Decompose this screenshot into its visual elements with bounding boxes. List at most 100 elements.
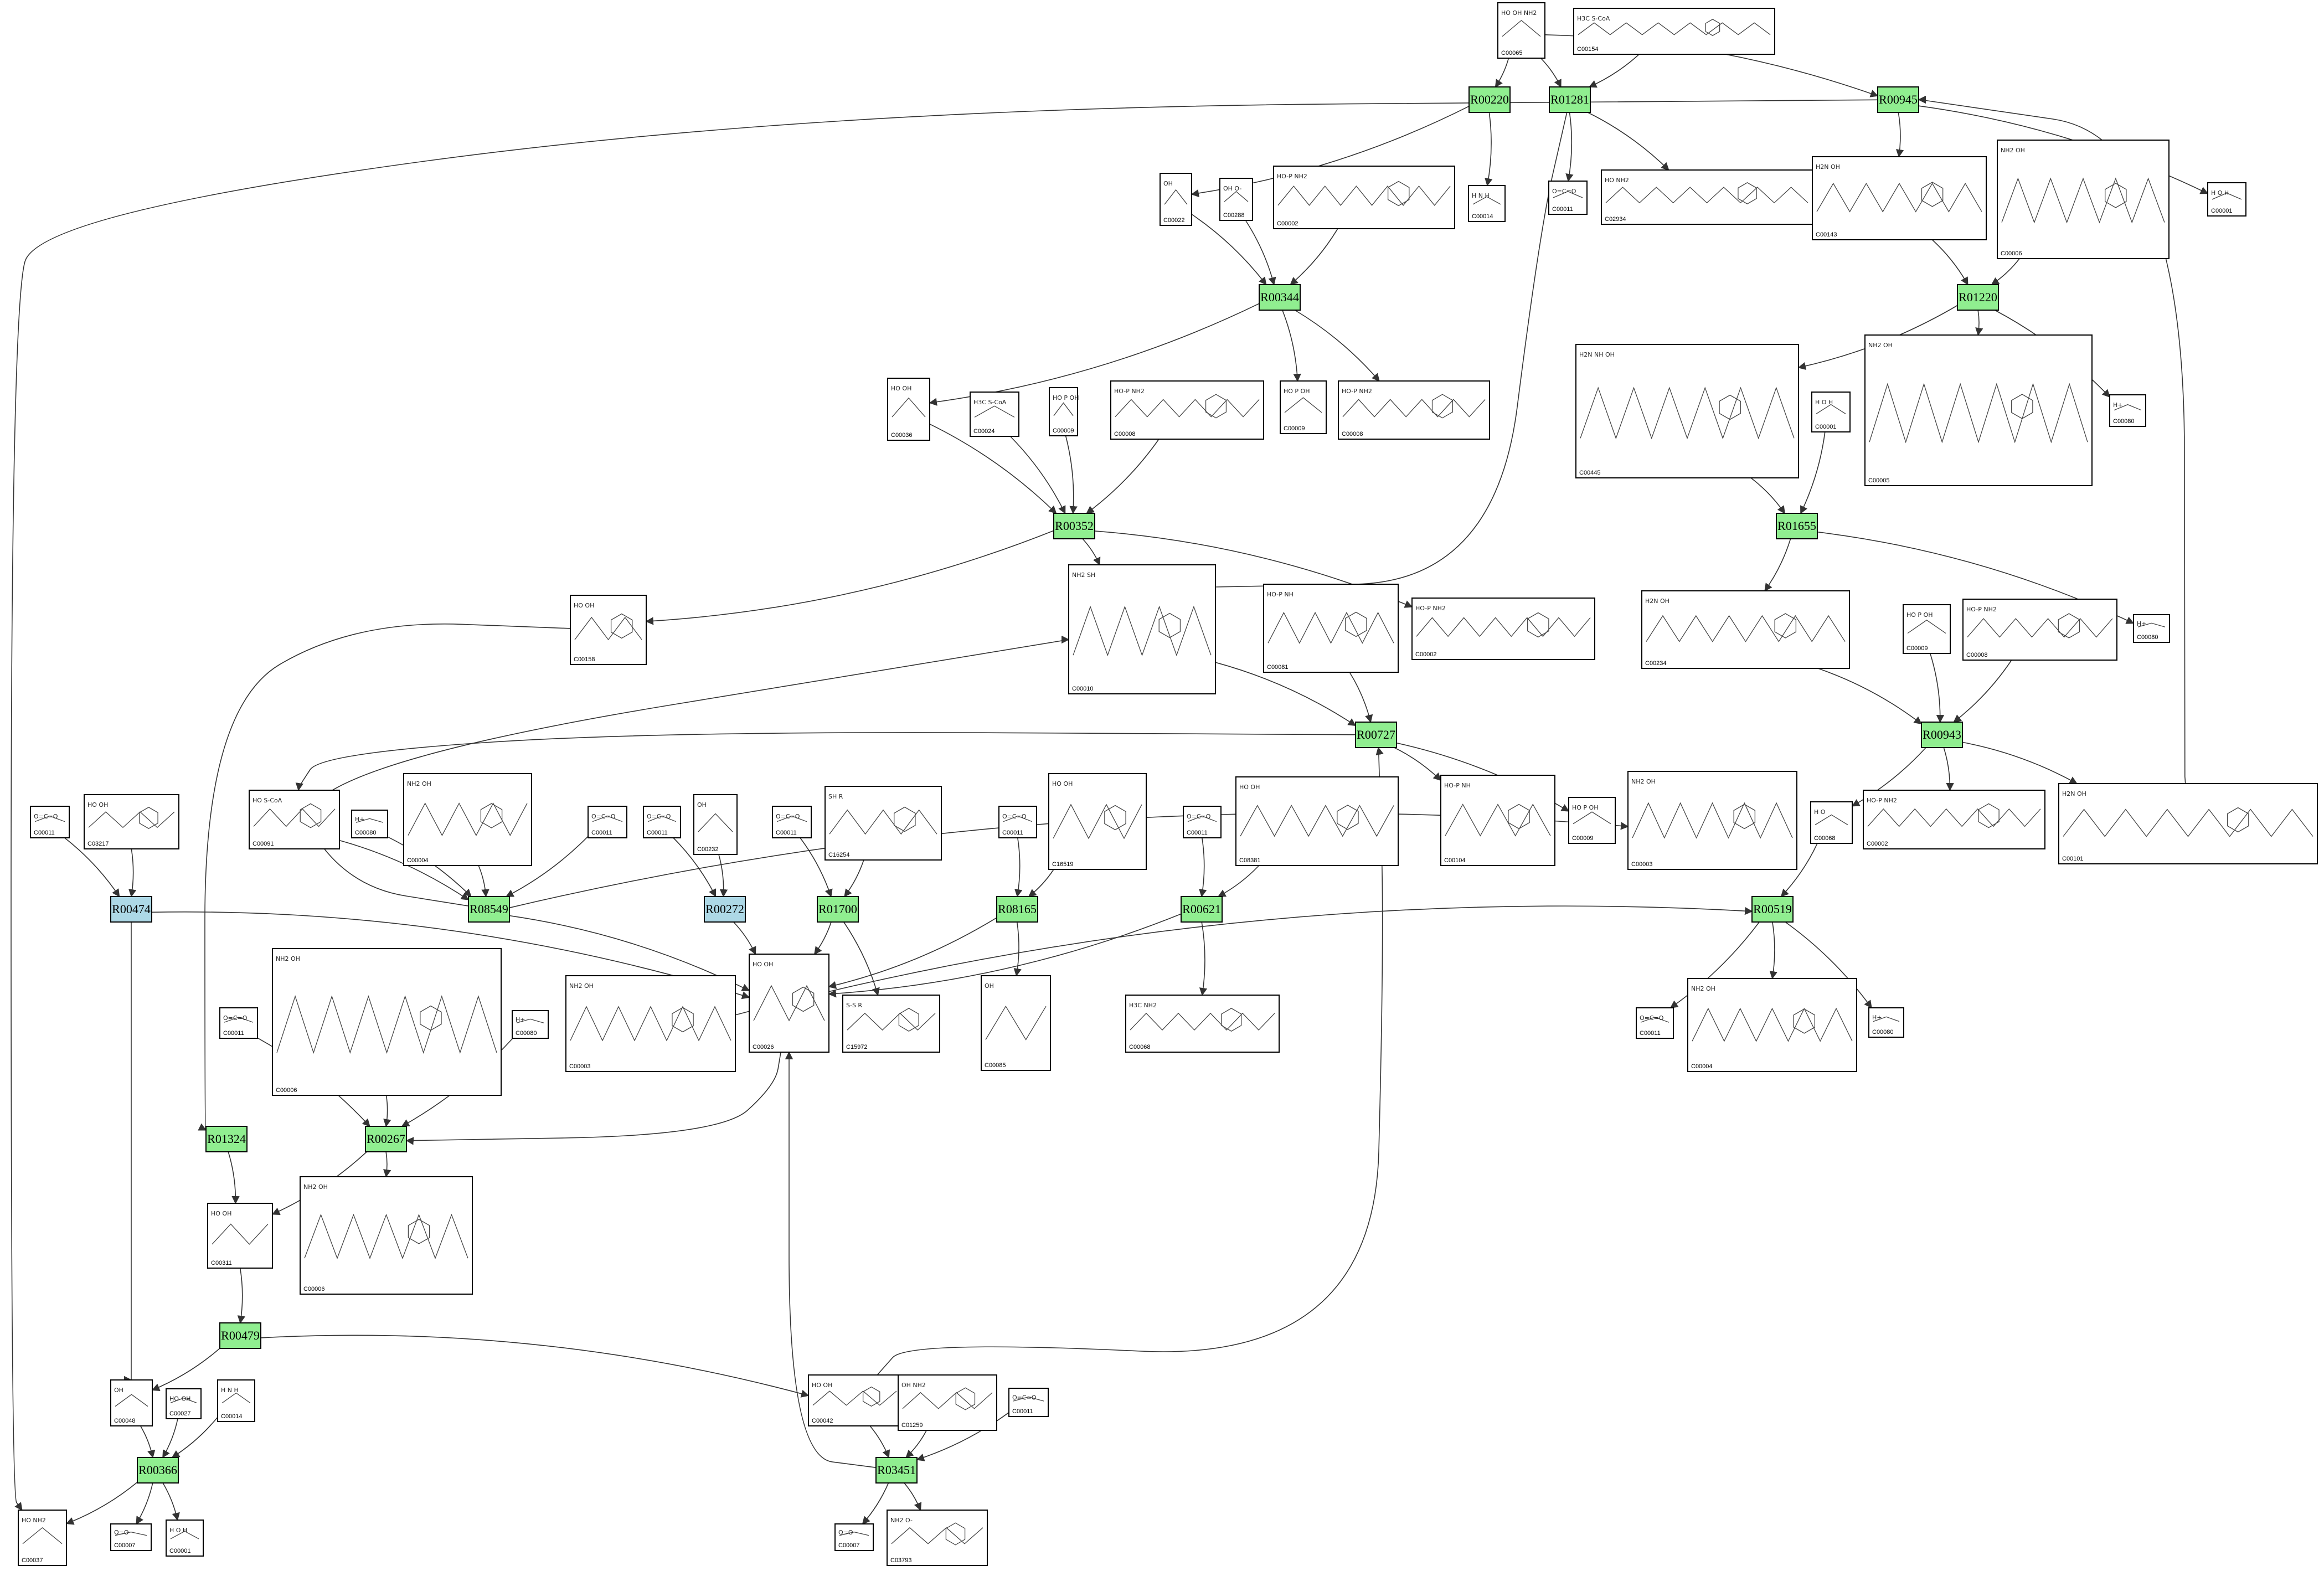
- compound-atoms: H O H: [1815, 399, 1833, 406]
- reaction-node-r00272[interactable]: R00272: [704, 896, 746, 923]
- compound-node[interactable]: H+C00080: [2109, 394, 2146, 427]
- reaction-node-r03451[interactable]: R03451: [875, 1457, 918, 1484]
- reaction-node-r00621[interactable]: R00621: [1181, 896, 1223, 923]
- reaction-node-r00943[interactable]: R00943: [1921, 722, 1963, 748]
- reaction-node-r01324[interactable]: R01324: [205, 1126, 248, 1152]
- reaction-node-r00366[interactable]: R00366: [137, 1457, 179, 1484]
- compound-label: C00011: [776, 830, 797, 836]
- reaction-node-r00519[interactable]: R00519: [1751, 896, 1794, 923]
- reaction-node-r00945[interactable]: R00945: [1877, 86, 1919, 113]
- reaction-node-r00352[interactable]: R00352: [1053, 513, 1095, 539]
- reaction-node-r00220[interactable]: R00220: [1468, 86, 1511, 113]
- compound-node[interactable]: H+C00080: [1868, 1007, 1904, 1038]
- reaction-node-r08165[interactable]: R08165: [996, 896, 1038, 923]
- reaction-node-r00727[interactable]: R00727: [1355, 722, 1397, 748]
- reaction-node-r00479[interactable]: R00479: [219, 1322, 261, 1349]
- compound-node[interactable]: H+C00080: [2133, 614, 2170, 643]
- compound-node[interactable]: NH2 O-C03793: [887, 1510, 988, 1566]
- reaction-node-r08549[interactable]: R08549: [468, 896, 510, 923]
- edge-c_c00234-to-R00943: [1817, 668, 1923, 725]
- compound-node[interactable]: OH O-C00288: [1219, 178, 1253, 221]
- compound-atoms: HO-P NH2: [1342, 388, 1372, 395]
- compound-box: [1068, 564, 1216, 694]
- reaction-node-r01220[interactable]: R01220: [1957, 284, 1999, 311]
- compound-node[interactable]: H+C00080: [512, 1010, 549, 1039]
- reaction-node-r01281[interactable]: R01281: [1549, 86, 1591, 113]
- edge-c_c00001b-to-R01655: [1800, 431, 1826, 514]
- reaction-node-r00344[interactable]: R00344: [1259, 284, 1301, 311]
- reaction-node-r00267[interactable]: R00267: [365, 1126, 407, 1152]
- reaction-node-r01655[interactable]: R01655: [1776, 513, 1818, 539]
- reaction-node-r01700[interactable]: R01700: [817, 896, 859, 923]
- compound-node[interactable]: H+C00080: [351, 810, 388, 838]
- reaction-node-r00474[interactable]: R00474: [110, 896, 152, 923]
